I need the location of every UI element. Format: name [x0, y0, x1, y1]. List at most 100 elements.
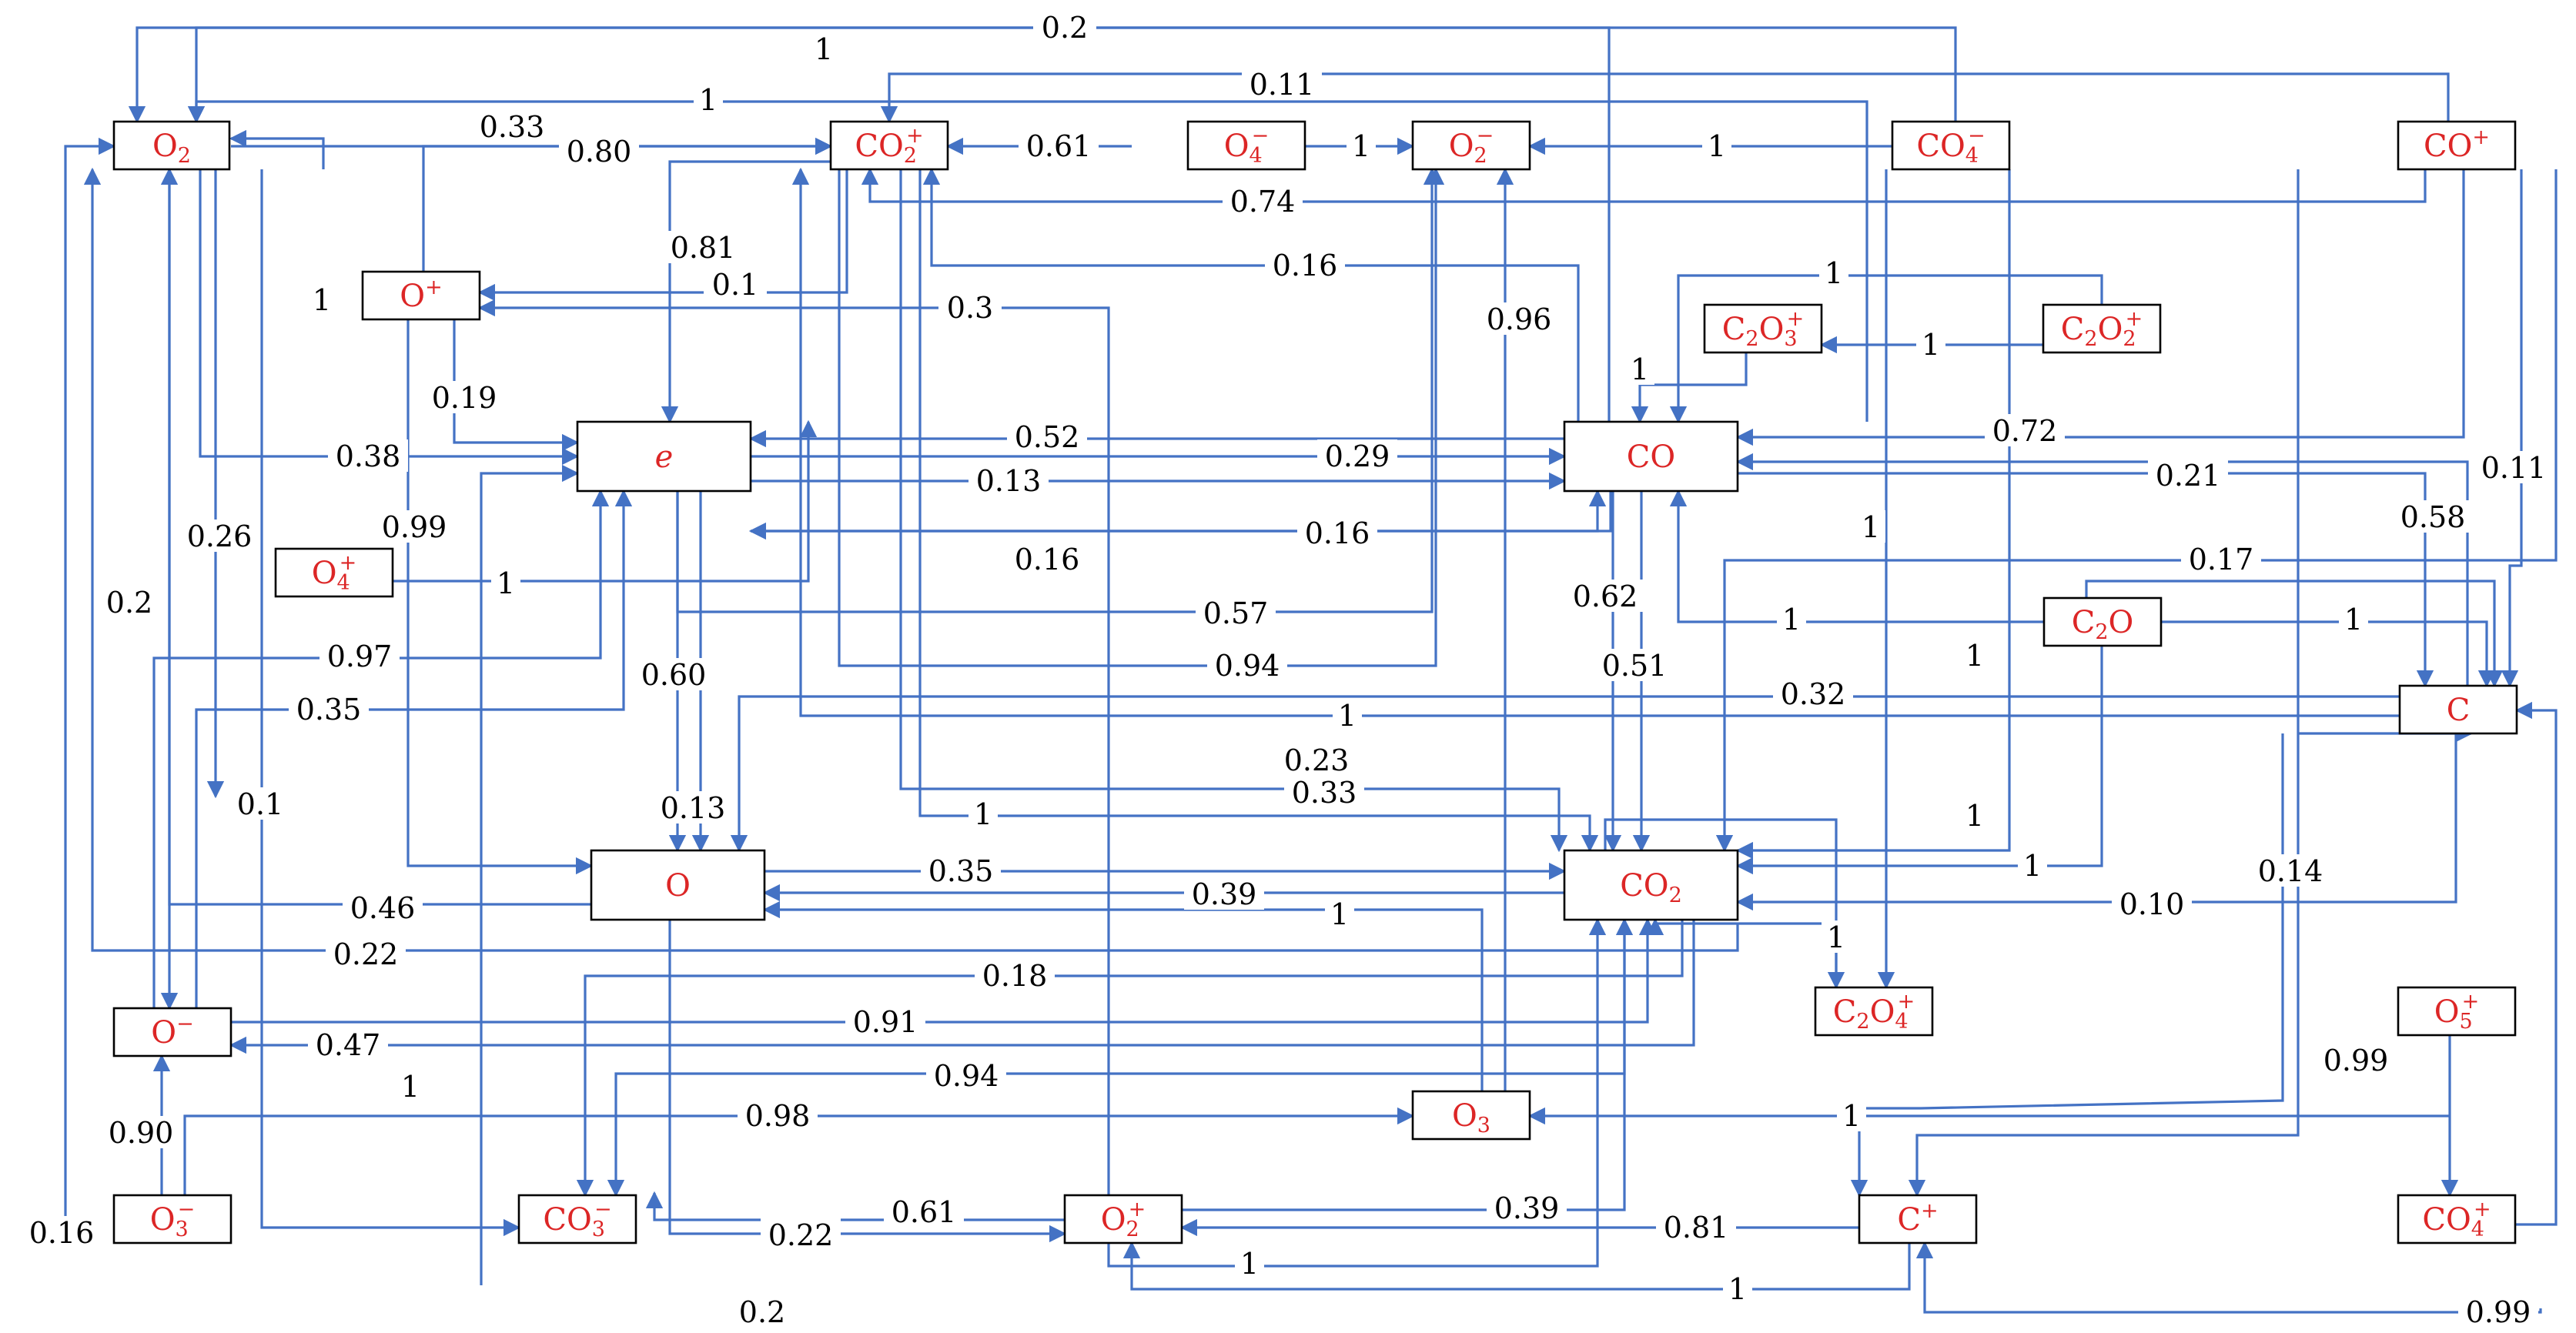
edge-line-47 [791, 167, 2400, 717]
edge-line-29 [751, 489, 1607, 533]
edge-label-bg [969, 797, 998, 830]
edge-label: 0.99 [382, 510, 447, 544]
node-box [2397, 120, 2517, 171]
edge-label-bg [1856, 510, 1885, 543]
edge-label-bg [22, 1216, 102, 1248]
node-box [112, 120, 231, 171]
edge-label: 1 [1631, 352, 1649, 386]
edge-label-bg [307, 283, 336, 316]
edge-label-bg [1916, 328, 1945, 360]
edge-label: 0.13 [976, 464, 1042, 498]
edge-label-bg [1265, 249, 1345, 281]
edge-label: 0.81 [671, 231, 736, 265]
node-box [576, 420, 752, 493]
edge-line-53 [1604, 818, 1845, 990]
node-co: CO [1563, 420, 1739, 493]
edge-label-bg [1479, 302, 1559, 335]
edge-label-bg [98, 586, 161, 618]
edge-label-bg [938, 291, 1002, 323]
edge-label: 1 [1965, 639, 1984, 673]
edge-label-bg [738, 1099, 818, 1131]
node-co2p: CO2+ [829, 120, 949, 171]
edge-label: 0.3 [947, 291, 993, 325]
node-label: O4− [1224, 124, 1270, 168]
edge-label-bg [1773, 677, 1853, 710]
node-label: CO+ [2424, 125, 2490, 164]
edge-label: 0.94 [934, 1059, 999, 1093]
edge-label: 0.91 [853, 1005, 918, 1039]
edge-label-bg [969, 464, 1049, 496]
edge-label-bg [2458, 1295, 2538, 1328]
edge-label: 0.16 [1015, 543, 1080, 576]
edge-label: 0.17 [2189, 543, 2254, 576]
edge-label: 0.22 [768, 1218, 834, 1252]
edge-line-58 [762, 900, 1484, 1091]
edge-line-76 [668, 920, 1067, 1243]
edge-label-bg [1207, 649, 1287, 681]
edge-label-bg [289, 693, 369, 725]
edge-label: 1 [2023, 849, 2042, 883]
node-box [112, 1007, 233, 1057]
node-c2o: C2O [2042, 596, 2163, 647]
edge-line-83 [2514, 701, 2558, 1226]
edge-label-bg [731, 1295, 794, 1328]
edge-label: 0.32 [1781, 677, 1846, 711]
node-label: e [655, 439, 674, 475]
edge-line-23 [199, 169, 580, 466]
edge-label-bg [396, 1070, 425, 1102]
edge-label: 1 [1708, 129, 1726, 163]
edge-label: 1 [1825, 256, 1843, 290]
edge-label: 1 [1965, 799, 1984, 833]
edge-label-bg [2339, 603, 2368, 635]
node-label: O5+ [2434, 990, 2480, 1034]
edge-line-70 [183, 1107, 1415, 1195]
edge-label-bg [1007, 420, 1087, 453]
node-box [1814, 986, 1934, 1037]
edge-label: 1 [1827, 920, 1845, 954]
edge-line-56 [1908, 169, 2300, 1198]
node-box [1563, 420, 1739, 493]
edge-label-bg [1242, 68, 1322, 100]
edge-line-13 [477, 169, 848, 302]
edge-label-bg [921, 854, 1001, 887]
edge-label: 0.81 [1664, 1211, 1729, 1244]
edge-label: 0.62 [1573, 580, 1638, 613]
edge-label-bg [1223, 185, 1303, 217]
edge-label-bg [663, 231, 743, 263]
edge-label-bg [472, 110, 552, 142]
edge-label-bg [319, 640, 400, 672]
node-c: C [2398, 684, 2518, 735]
node-box [274, 547, 394, 598]
edge-line-60 [160, 167, 591, 906]
edge-label: 0.96 [1487, 302, 1552, 336]
edge-line-5 [422, 137, 833, 272]
node-o4m: O4− [1186, 120, 1306, 171]
node-label: CO3− [543, 1198, 611, 1241]
edge-label: 1 [1862, 510, 1880, 544]
node-label: C2O3+ [1722, 307, 1804, 351]
node-box [2397, 1194, 2517, 1244]
edge-line-61 [83, 167, 1739, 952]
node-co4m: CO4− [1891, 120, 2011, 171]
node-label: CO [1627, 439, 1675, 475]
edge-label-bg [2018, 849, 2047, 881]
node-label: C+ [1897, 1199, 1938, 1238]
node-c2o2p: C2O2+ [2042, 303, 2162, 354]
edge-line-22 [1735, 169, 2465, 446]
node-o2: O2 [112, 120, 231, 171]
edge-line-51 [899, 169, 1568, 853]
edge-label: 0.38 [336, 439, 401, 473]
node-label: O3− [150, 1198, 196, 1241]
edge-line-36 [1735, 169, 2011, 860]
edge-label-bg [326, 937, 406, 970]
edge-line-32 [2085, 580, 2504, 688]
edge-label-bg [809, 32, 838, 65]
edge-label: 1 [497, 566, 515, 600]
edge-label: 0.99 [2323, 1044, 2389, 1077]
edge-label-bg [1033, 11, 1096, 43]
edge-label-bg [1819, 256, 1848, 289]
node-label: C [2447, 693, 2471, 728]
edge-label-bg [1284, 776, 1364, 808]
